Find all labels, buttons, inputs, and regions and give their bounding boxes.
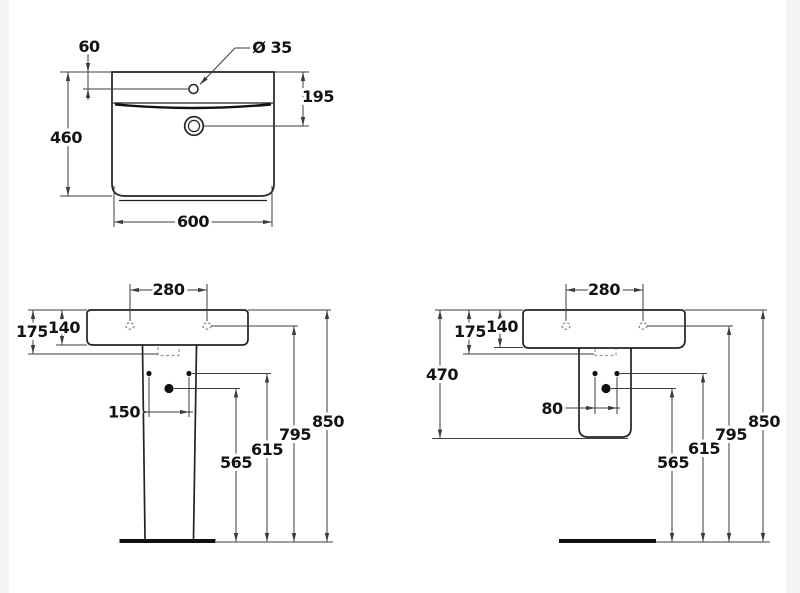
pedestal-fix-dot-right-side <box>614 370 620 377</box>
basin-outline-side <box>522 309 686 349</box>
fixing-hole-right-side <box>638 322 648 330</box>
dim-side-rim-drop: 175 <box>454 322 486 341</box>
dim-front-615: 615 <box>251 440 283 459</box>
trap-dashed-outline <box>157 347 180 357</box>
basin-outline-top <box>111 71 275 197</box>
dim-side-850: 850 <box>748 412 780 431</box>
top-view-dimension-lines <box>60 47 309 227</box>
page-margin-left <box>0 0 9 593</box>
drain-inner <box>187 119 201 133</box>
fixing-hole-left-side <box>561 322 571 330</box>
side-view-object-lines <box>522 309 686 543</box>
pedestal-left-edge <box>141 344 146 540</box>
dim-front-hole-spacing: 280 <box>153 280 185 299</box>
waste-outlet-dot-side <box>601 383 611 394</box>
dim-basin-width: 600 <box>177 212 209 231</box>
basin-outline-front <box>86 309 249 346</box>
dim-front-565: 565 <box>220 453 252 472</box>
dim-side-semi-pedestal: 470 <box>426 365 458 384</box>
tap-hole <box>188 83 199 95</box>
pedestal-fix-dot-right <box>186 370 192 377</box>
basin-rim-curve <box>114 103 272 110</box>
dim-front-rim-height: 140 <box>48 318 80 337</box>
dim-front-pedestal-holes: 150 <box>108 403 140 422</box>
side-view: 280 175 140 470 80 565 615 795 850 <box>423 277 784 543</box>
dim-side-hole-spacing: 280 <box>588 280 620 299</box>
dim-side-pedestal-holes: 80 <box>541 399 563 418</box>
dim-tap-diameter: Ø 35 <box>252 38 292 57</box>
front-view: 280 175 140 150 565 615 795 850 <box>13 277 348 543</box>
dim-front-795: 795 <box>279 425 311 444</box>
dim-front-850: 850 <box>312 412 344 431</box>
front-view-dimension-lines <box>28 284 333 543</box>
pedestal-fix-dot-left <box>146 370 152 377</box>
dim-front-rim-drop: 175 <box>16 322 48 341</box>
front-view-object-lines <box>86 309 249 543</box>
dim-tap-offset: 60 <box>78 37 100 56</box>
trap-dashed-outline-side <box>594 349 617 357</box>
dim-basin-depth: 460 <box>50 128 82 147</box>
pedestal-fix-dot-left-side <box>592 370 598 377</box>
dim-side-795: 795 <box>715 425 747 444</box>
semi-pedestal-outline <box>578 347 632 438</box>
dim-side-565: 565 <box>657 453 689 472</box>
tap-dia-leader <box>199 47 236 85</box>
side-view-dimension-lines <box>432 284 770 543</box>
drain-outer <box>183 115 205 137</box>
base-plate-side <box>559 539 656 543</box>
dim-drain-offset: 195 <box>302 87 334 106</box>
page-margin-right <box>786 0 800 593</box>
top-view: 60 Ø 35 195 460 600 <box>47 34 338 234</box>
waste-outlet-dot <box>164 383 174 394</box>
pedestal-right-edge <box>192 344 198 540</box>
fixing-hole-right <box>202 322 212 330</box>
base-plate <box>119 539 216 543</box>
top-view-object-lines <box>111 71 275 202</box>
fixing-hole-left <box>125 322 135 330</box>
dim-side-615: 615 <box>688 439 720 458</box>
dim-side-rim-height: 140 <box>486 317 518 336</box>
